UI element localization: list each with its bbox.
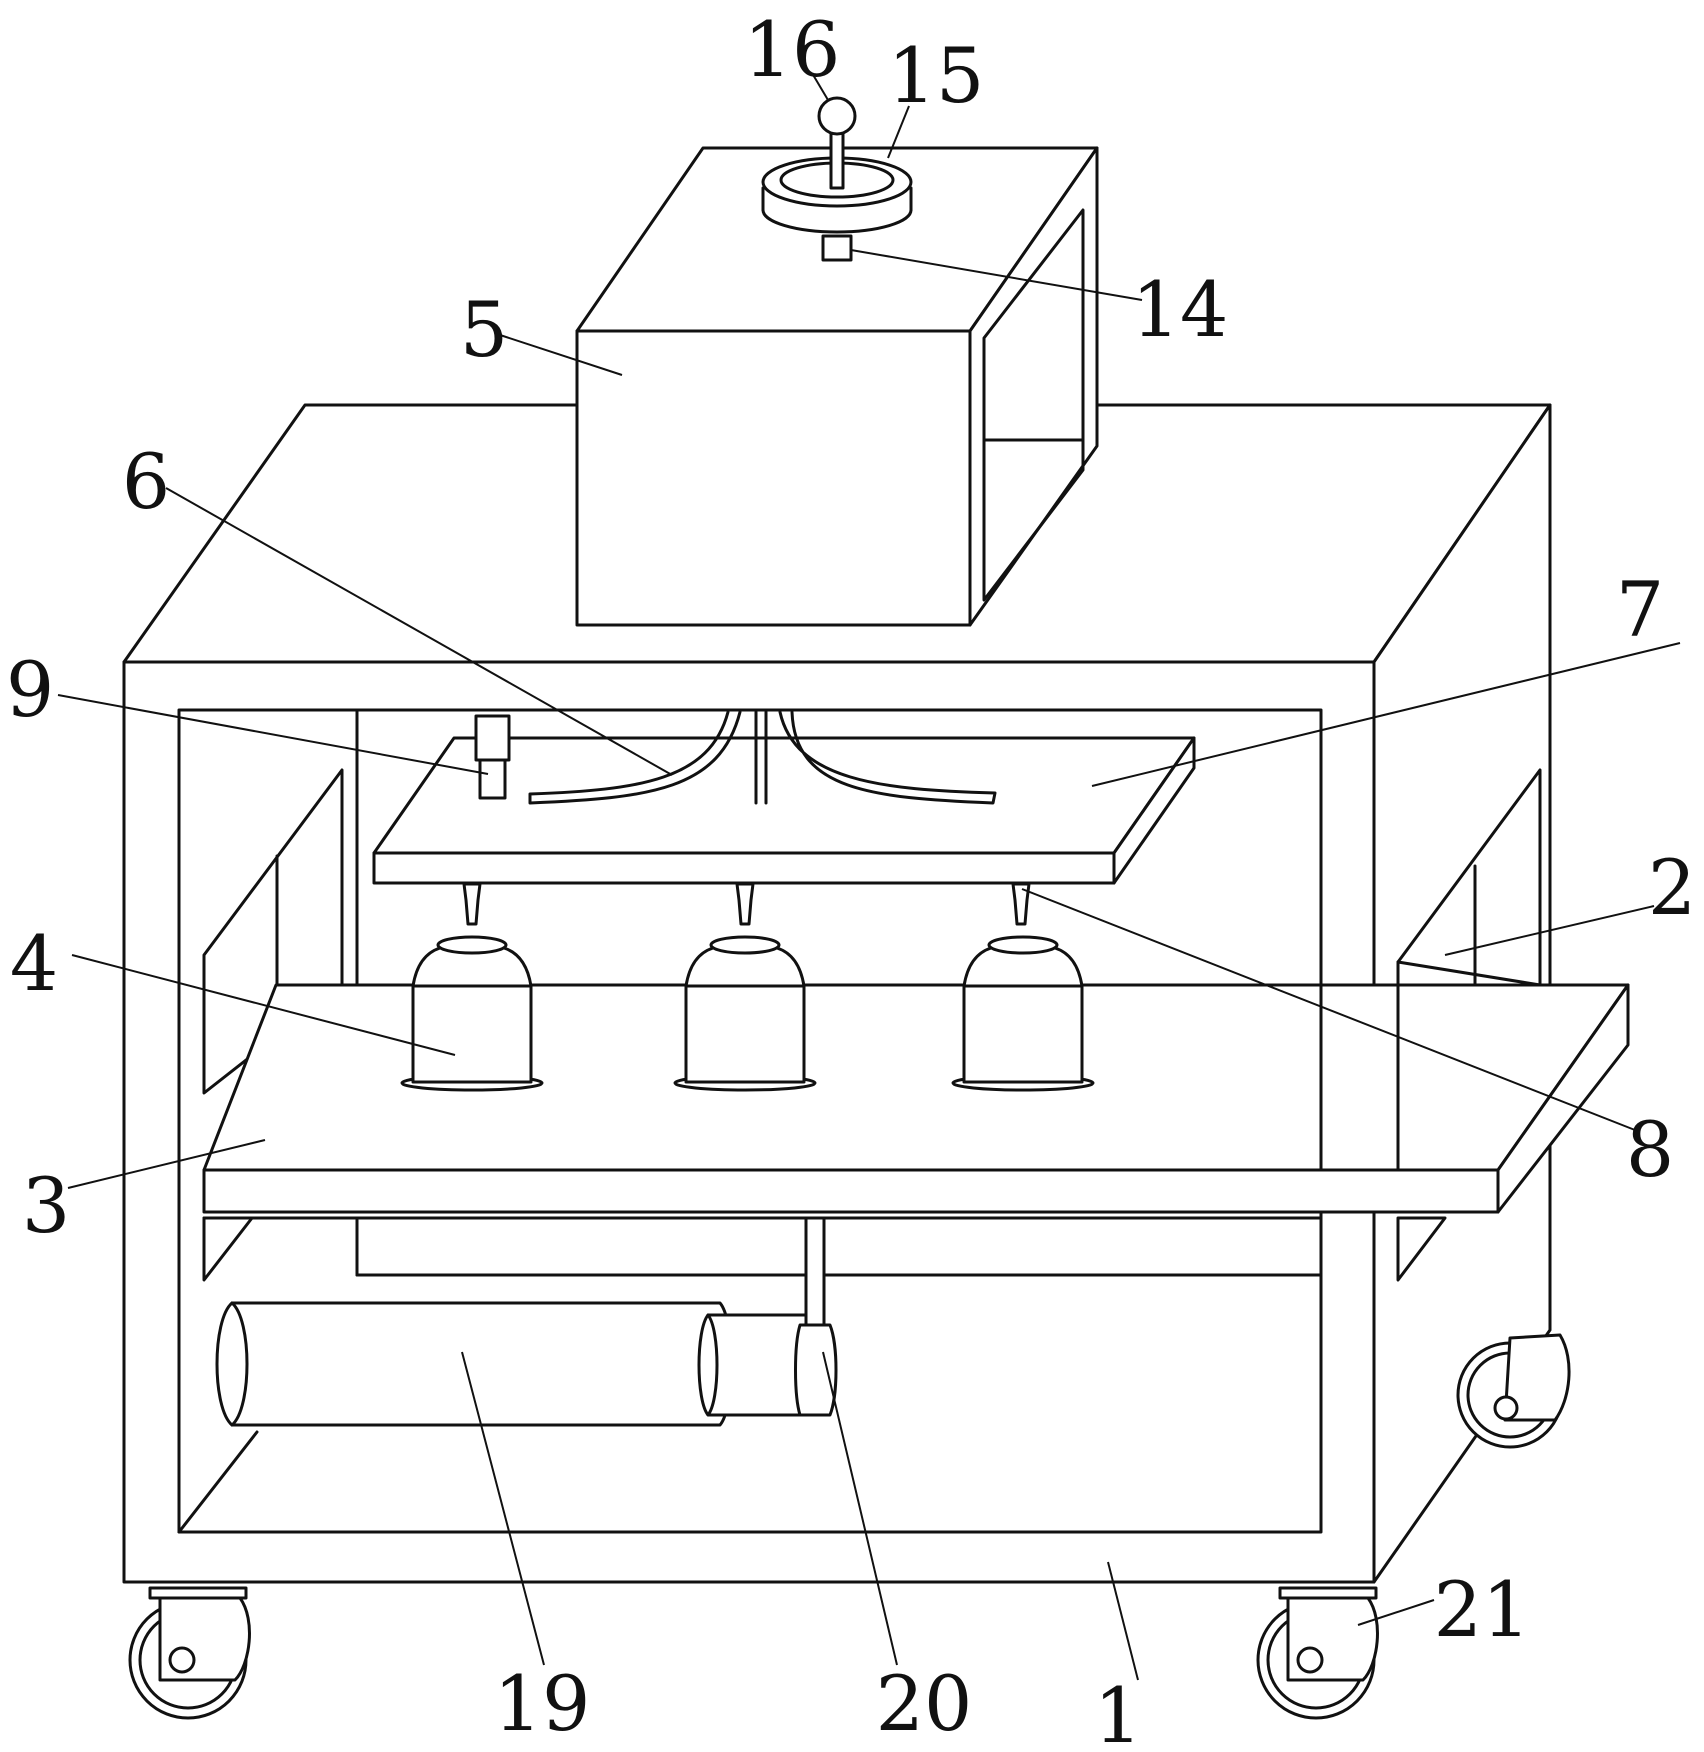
label-16: 16	[744, 5, 841, 94]
label-7: 7	[1616, 565, 1664, 654]
bottle-1	[402, 937, 542, 1090]
label-1: 1	[1094, 1671, 1142, 1752]
caster-front-right	[1258, 1588, 1377, 1718]
bottle-2	[675, 937, 815, 1090]
label-3: 3	[22, 1161, 70, 1250]
label-4: 4	[10, 919, 58, 1008]
label-19: 19	[494, 1659, 591, 1748]
caster-front-left	[130, 1588, 249, 1718]
label-20: 20	[876, 1659, 973, 1748]
label-9: 9	[6, 645, 54, 734]
label-8: 8	[1626, 1105, 1674, 1194]
label-14: 14	[1132, 265, 1229, 354]
motor-19	[217, 1303, 819, 1425]
label-6: 6	[122, 437, 170, 526]
label-2: 2	[1648, 843, 1696, 932]
label-15: 15	[888, 31, 985, 120]
label-21: 21	[1434, 1565, 1531, 1654]
label-5: 5	[460, 285, 508, 374]
bottle-3	[953, 937, 1093, 1090]
cylinder-9	[476, 716, 509, 798]
